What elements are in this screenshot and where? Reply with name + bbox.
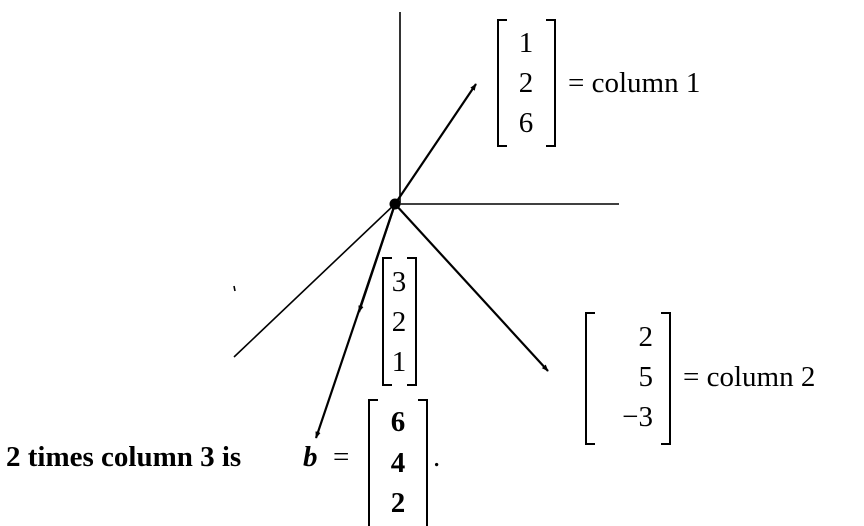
column2-arrow: [394, 203, 549, 372]
column1-arrow: [394, 83, 477, 205]
matrix-entry: −3: [622, 401, 653, 433]
matrix-entry: 6: [519, 107, 534, 139]
column-vectors: [314, 83, 549, 439]
left-bracket: [382, 257, 392, 386]
column3-matrix: 3 2 1: [382, 257, 417, 386]
column1-label: = column 1: [568, 67, 700, 99]
origin-point: [389, 198, 401, 210]
matrix-entry: 2: [391, 487, 406, 519]
stray-mark: [233, 285, 236, 292]
matrix-entry: 2: [392, 306, 407, 338]
b-vector-arrow: [314, 203, 397, 439]
left-bracket: [497, 19, 507, 147]
right-bracket: [546, 19, 556, 147]
coordinate-axes: [233, 12, 619, 358]
caption: 2 times column 3 is b =: [6, 441, 349, 473]
column1-matrix: 1 2 6: [497, 19, 556, 147]
left-bracket: [368, 399, 378, 526]
x-axis: [233, 203, 396, 358]
column2-label: = column 2: [683, 361, 815, 393]
right-bracket: [418, 399, 428, 526]
matrix-entry: 3: [392, 266, 407, 298]
right-bracket: [661, 312, 671, 445]
matrix-entry: 5: [639, 361, 654, 393]
caption-equals: =: [333, 441, 349, 473]
column2-matrix: 2 5 −3: [585, 312, 671, 445]
left-bracket: [585, 312, 595, 445]
matrix-entry: 6: [391, 406, 406, 438]
caption-period: .: [433, 441, 440, 473]
matrix-entry: 1: [392, 346, 407, 378]
caption-text: 2 times column 3 is: [6, 441, 248, 473]
matrix-entry: 4: [391, 447, 406, 479]
caption-variable: b: [303, 441, 318, 473]
matrix-entry: 2: [639, 321, 654, 353]
right-bracket: [407, 257, 417, 386]
b-matrix: 6 4 2: [368, 399, 428, 526]
matrix-entry: 1: [519, 27, 534, 59]
matrix-entry: 2: [519, 67, 534, 99]
